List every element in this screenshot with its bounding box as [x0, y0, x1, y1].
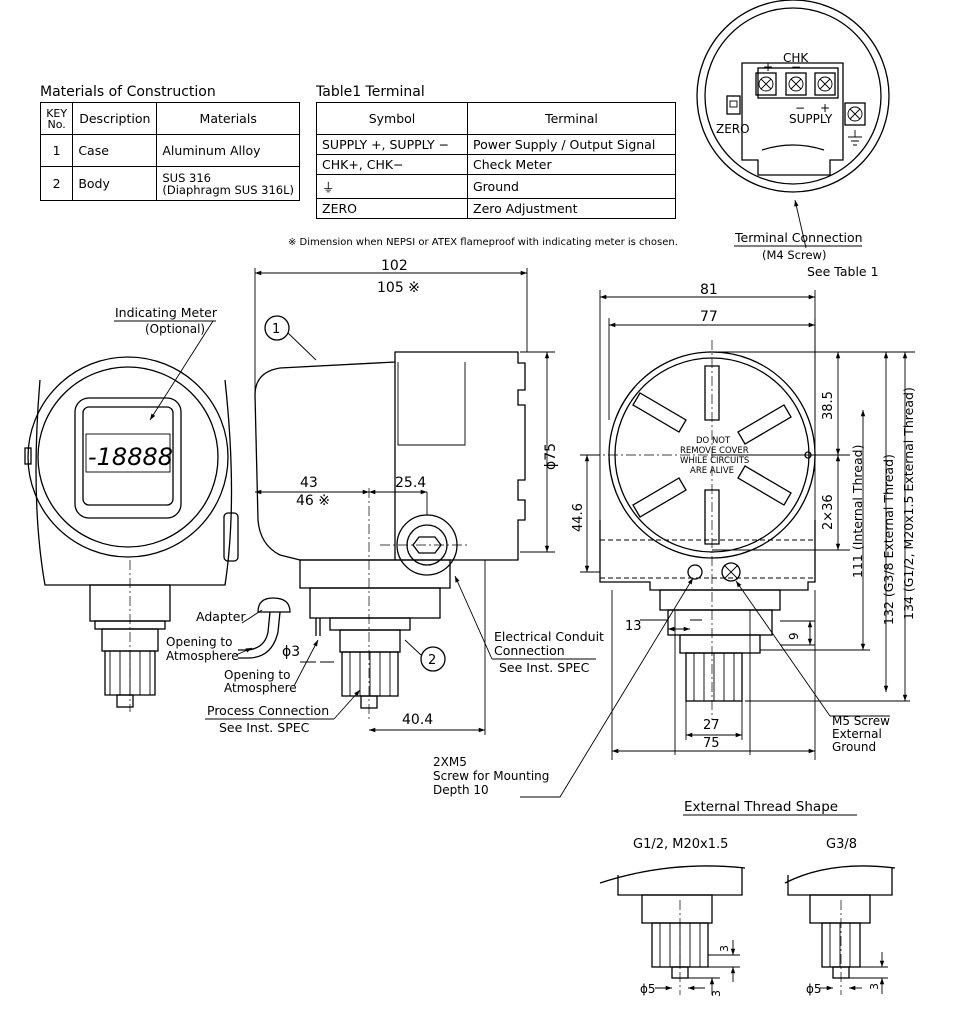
dim-40-4: 40.4 [402, 712, 433, 728]
conduit-label-1: Electrical Conduit [494, 629, 604, 644]
thread-right-label: G3/8 [826, 837, 857, 852]
rear-view: DO NOT REMOVE COVER WHILE CIRCUITS ARE A… [571, 282, 916, 760]
ground-symbol-icon [848, 130, 862, 146]
ground-screw-icon-rear [721, 562, 741, 582]
chk-label: CHK [783, 51, 809, 65]
materials-table: KEY No. Description Materials 1 Case Alu… [39, 102, 300, 201]
m5-screw-label: M5 Screw [832, 714, 890, 728]
dim-2x36: 2×36 [821, 494, 836, 530]
indicating-meter-optional: (Optional) [145, 322, 205, 336]
dim-13: 13 [625, 619, 642, 634]
thread-left-label: G1/2, M20x1.5 [633, 837, 728, 852]
dim-134: 134 (G1/2, M20x1.5 External Thread) [901, 387, 916, 620]
side-opening-label-1: Opening to [224, 668, 290, 682]
dim-105: 105 ※ [377, 280, 420, 296]
terminal-header-terminal: Terminal [467, 102, 676, 135]
mounting-screw-label-1: 2XM5 [433, 755, 467, 769]
thread-left-dim-3a: 3 [718, 945, 731, 952]
terminal-table-title: Table1 Terminal [316, 84, 425, 100]
dim-132: 132 (G3/8 External Thread) [881, 454, 896, 625]
front-opening-label-2: Atmosphere [166, 649, 239, 663]
chk-plus-screw-icon [755, 72, 777, 96]
terminal-connection-title: Terminal Connection [734, 230, 863, 245]
dim-9: 9 [787, 632, 801, 640]
thread-shape-title: External Thread Shape [684, 799, 838, 815]
dim-25-4: 25.4 [395, 475, 426, 491]
terminal-function: Ground [467, 174, 676, 199]
mounting-screw-hole-icon [687, 564, 703, 580]
key-balloon-2: 2 [428, 653, 436, 668]
materials-row-key: 2 [39, 166, 74, 201]
chk-minus-sign: − [791, 60, 801, 74]
materials-row-material: SUS 316(Diaphragm SUS 316L) [156, 166, 300, 201]
m5-external-label: External [832, 727, 882, 741]
process-connection-ref: See Inst. SPEC [219, 720, 310, 735]
dim-43: 43 [300, 475, 318, 491]
dim-phi3: ϕ3 [282, 644, 300, 660]
adapter-label: Adapter [196, 609, 246, 624]
dim-77: 77 [700, 309, 718, 325]
front-view: -18888 Indicating Meter (Optional) Adapt… [24, 305, 291, 712]
terminal-function: Zero Adjustment [467, 198, 676, 219]
side-view: 1 2 102 105 ※ 43 46 ※ 25.4 ϕ75 40.4 ϕ3 O… [205, 258, 694, 798]
dim-38-5: 38.5 [821, 391, 836, 420]
dim-27: 27 [703, 718, 720, 733]
materials-title: Materials of Construction [40, 84, 216, 100]
terminal-table: Symbol Terminal SUPPLY +, SUPPLY −Power … [316, 102, 676, 219]
dim-46: 46 ※ [296, 493, 330, 509]
terminal-symbol: ZERO [316, 198, 468, 219]
side-opening-label-2: Atmosphere [224, 681, 297, 695]
dim-75: 75 [703, 736, 720, 751]
key-balloon-1: 1 [272, 322, 280, 337]
process-connection-label: Process Connection [207, 703, 329, 718]
material-text: Aluminum Alloy [162, 143, 261, 158]
thread-right-dim-phi5: ϕ5 [806, 982, 822, 996]
mounting-screw-label-3: Depth 10 [433, 783, 489, 797]
materials-row-description: Body [72, 166, 158, 201]
zero-label: ZERO [716, 122, 750, 136]
thread-left-dim-phi5: ϕ5 [640, 982, 656, 996]
conduit-label-2: Connection [494, 643, 565, 658]
dim-phi75: ϕ75 [543, 443, 559, 470]
thread-right-dim-3: 3 [868, 983, 881, 990]
warning-line-1: DO NOT [696, 436, 731, 446]
chk-minus-screw-icon [785, 72, 807, 96]
external-thread-shape: External Thread Shape G1/2, M20x1.5 G3/8… [599, 799, 896, 997]
supply-minus-sign: − [795, 101, 805, 115]
supply-label: SUPPLY [789, 112, 833, 126]
warning-line-2: REMOVE COVER [680, 446, 749, 456]
mounting-screw-label-2: Screw for Mounting [433, 769, 549, 783]
indicating-meter-label: Indicating Meter [115, 305, 218, 320]
dim-44-6: 44.6 [571, 503, 586, 532]
materials-row-key: 1 [39, 134, 74, 167]
dim-81: 81 [700, 282, 718, 298]
dim-111: 111 (Internal Thread) [850, 445, 865, 578]
terminal-symbol: CHK+, CHK− [316, 154, 468, 175]
terminal-connection-ref: See Table 1 [807, 264, 879, 279]
conduit-label-3: See Inst. SPEC [499, 660, 590, 675]
dim-102: 102 [381, 258, 408, 274]
cover-ribs-icon [632, 365, 792, 545]
supply-plus-screw-icon [814, 72, 836, 96]
meter-display-readout: -18888 [88, 443, 173, 471]
front-opening-label-1: Opening to [166, 635, 232, 649]
supply-plus-sign: + [820, 101, 830, 115]
materials-row-description: Case [72, 134, 158, 167]
zero-adjust-icon [726, 95, 741, 115]
chk-plus-sign: + [763, 60, 773, 74]
material-subtext: (Diaphragm SUS 316L) [162, 182, 294, 197]
ground-screw-icon [844, 102, 866, 126]
terminal-block-view: CHK + − − + SUPPLY ZERO [696, 0, 890, 193]
materials-header-description: Description [72, 102, 158, 135]
flameproof-note: ※ Dimension when NEPSI or ATEX flameproo… [288, 237, 678, 248]
thread-left-dim-3b: 3 [710, 990, 723, 997]
terminal-function: Power Supply / Output Signal [467, 134, 676, 155]
materials-header-key: KEY No. [39, 102, 74, 135]
m5-ground-label: Ground [832, 740, 876, 754]
material-text: SUS 316 [162, 170, 211, 185]
terminal-connection-screw: (M4 Screw) [762, 248, 826, 262]
warning-line-3: WHILE CIRCUITS [680, 456, 749, 466]
